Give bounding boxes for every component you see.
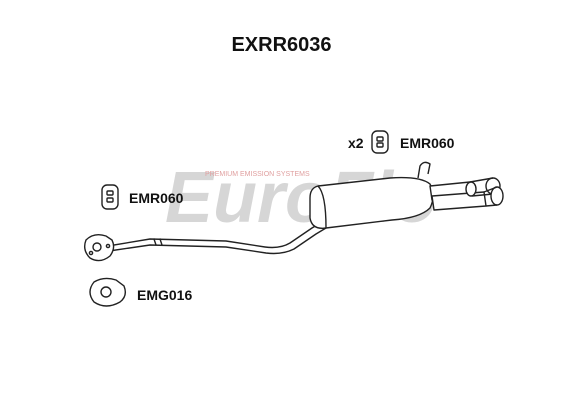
rubber-mount-left-icon <box>101 184 119 210</box>
watermark-tagline: PREMIUM EMISSION SYSTEMS <box>205 171 310 178</box>
gasket-icon <box>89 277 127 307</box>
mount-quantity: x2 <box>348 135 364 151</box>
mount-top-code: EMR060 <box>400 135 455 151</box>
rubber-mount-top-icon <box>371 130 389 154</box>
mount-left-code: EMR060 <box>129 190 184 206</box>
inlet-flange <box>83 233 115 262</box>
rear-silencer <box>309 161 434 229</box>
tailpipes <box>429 177 504 211</box>
page-title: EXRR6036 <box>231 34 332 56</box>
front-pipe <box>107 221 327 255</box>
gasket-code: EMG016 <box>137 287 193 303</box>
